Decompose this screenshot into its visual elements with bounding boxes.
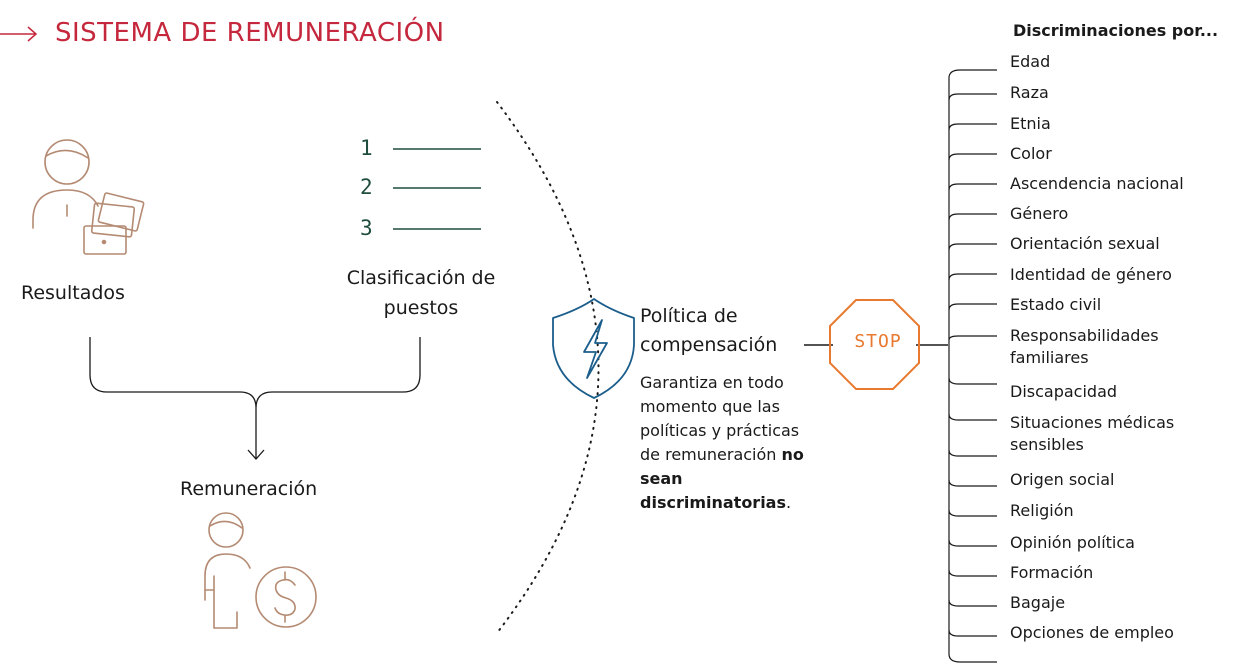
remuneracion-label: Remuneración (180, 478, 318, 500)
discrimination-item: Orientación sexual (1010, 234, 1160, 253)
discrimination-item: Identidad de género (1010, 265, 1172, 284)
rank-number: 3 (360, 216, 373, 240)
policy-text-bold: no sean discriminatorias (640, 445, 804, 512)
policy-text-prefix: Garantiza en todo momento que las políti… (640, 373, 800, 464)
policy-title-line2: compensación (640, 334, 778, 356)
arrow-right-icon (0, 26, 38, 42)
discrimination-item: Responsabilidades familiares (1010, 326, 1159, 367)
discrimination-item: Raza (1010, 83, 1049, 102)
discrimination-item: Formación (1010, 563, 1094, 582)
stop-label: STOP (854, 331, 902, 352)
discrimination-item: Estado civil (1010, 295, 1102, 314)
page-title: SISTEMA DE REMUNERACIÓN (55, 18, 445, 48)
resultados-label: Resultados (21, 282, 125, 304)
discrimination-bracket (948, 69, 997, 663)
discrimination-item: Etnia (1010, 114, 1051, 133)
policy-title: Política de compensación (640, 302, 777, 360)
rank-number: 1 (360, 136, 373, 160)
discrimination-item: Opciones de empleo (1010, 623, 1174, 642)
ranked-list-icon (393, 148, 481, 230)
policy-description: Garantiza en todo momento que las políti… (640, 371, 810, 515)
discrimination-item: Origen social (1010, 470, 1115, 489)
discrimination-item: Género (1010, 204, 1069, 223)
discriminations-title: Discriminaciones por... (1013, 21, 1219, 40)
policy-title-line1: Política de (640, 305, 738, 327)
stop-sign-icon (829, 299, 920, 390)
person-money-icon (204, 512, 317, 629)
discrimination-item: Bagaje (1010, 593, 1066, 612)
discrimination-item: Color (1010, 144, 1052, 163)
discrimination-item: Opinión política (1010, 533, 1135, 552)
shield-lightning-icon (552, 298, 635, 399)
discrimination-item: Edad (1010, 52, 1051, 71)
discrimination-item: Discapacidad (1010, 382, 1118, 401)
discrimination-item: Situaciones médicas sensibles (1010, 413, 1175, 454)
clasificacion-label: Clasificación de puestos (346, 267, 496, 319)
dotted-arc (496, 101, 600, 634)
discrimination-item: Religión (1010, 501, 1074, 520)
person-documents-icon (32, 139, 145, 255)
policy-text-suffix: . (786, 493, 792, 512)
rank-number: 2 (360, 175, 373, 199)
discrimination-item: Ascendencia nacional (1010, 174, 1184, 193)
merge-bracket (89, 337, 421, 460)
